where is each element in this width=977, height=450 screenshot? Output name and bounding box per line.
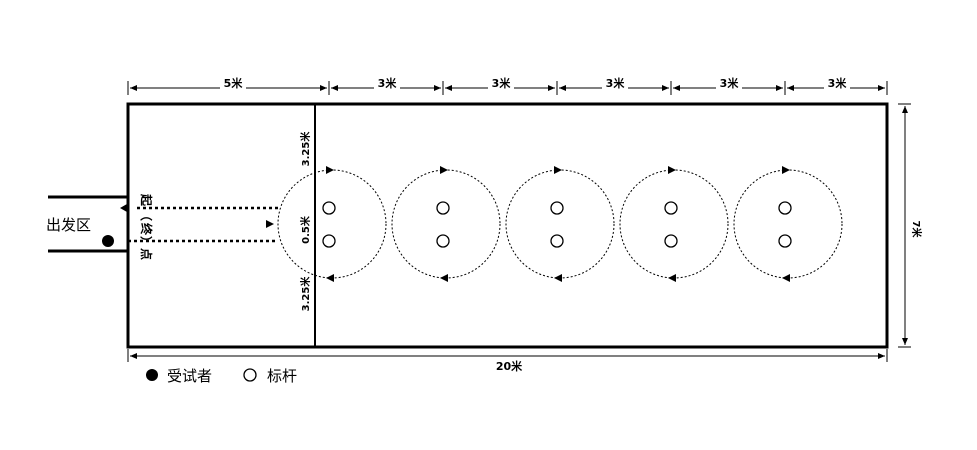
bottom-dimension [127, 349, 888, 362]
circuit-arrow [266, 220, 274, 228]
legend-pole-label: 标杆 [267, 367, 297, 385]
dim-vert-mid: 0.5米 [299, 215, 312, 244]
svg-text:点: 点 [139, 248, 154, 260]
start-end-point-label: 起 （ 终 ） 点 [139, 193, 154, 260]
pole-marker [322, 201, 336, 215]
dim-bottom-20m: 20米 [496, 359, 523, 373]
circuit-path [277, 169, 387, 279]
dim-top-3m-4: 3米 [720, 76, 740, 90]
pole-marker [664, 234, 678, 248]
dim-vert-bottom: 3.25米 [299, 276, 312, 312]
svg-text:（: （ [139, 209, 154, 221]
field-boundary [126, 102, 889, 349]
circuit-arrow [782, 166, 790, 174]
legend-pole-icon [243, 368, 257, 382]
dim-top-3m-2: 3米 [492, 76, 512, 90]
dim-top-3m-5: 3米 [828, 76, 848, 90]
circuit-arrow [782, 274, 790, 282]
tester-marker [102, 235, 114, 247]
circuit-arrow [668, 274, 676, 282]
pole-marker [778, 234, 792, 248]
dim-vert-top: 3.25米 [299, 131, 312, 167]
circuit-arrow [554, 274, 562, 282]
pole-marker [778, 201, 792, 215]
path-upper-arrow [120, 204, 127, 212]
circuit-arrow [554, 166, 562, 174]
dim-top-3m-3: 3米 [606, 76, 626, 90]
pole-circuits [266, 166, 843, 282]
dim-top-3m-1: 3米 [378, 76, 398, 90]
circuit-arrow [668, 166, 676, 174]
circuit-path [619, 169, 729, 279]
circuit-arrow [440, 274, 448, 282]
legend-tester-label: 受试者 [167, 367, 212, 385]
legend-tester-icon [146, 369, 158, 381]
pole-marker [322, 234, 336, 248]
circuit-arrow [326, 274, 334, 282]
pole-marker [664, 201, 678, 215]
circuit-path [391, 169, 501, 279]
dim-top-5m: 5米 [224, 76, 244, 90]
pole-marker [436, 201, 450, 215]
start-area-label: 出发区 [46, 216, 91, 234]
pole-marker [550, 201, 564, 215]
circuit-path [505, 169, 615, 279]
circuit-path [733, 169, 843, 279]
svg-text:）: ） [139, 236, 154, 248]
right-dimension [898, 103, 911, 348]
svg-text:起: 起 [139, 193, 154, 207]
circuit-arrow [326, 166, 334, 174]
pole-marker [436, 234, 450, 248]
pole-marker [550, 234, 564, 248]
dim-right-7m: 7米 [910, 221, 923, 239]
circuit-arrow [440, 166, 448, 174]
svg-text:终: 终 [139, 223, 154, 236]
